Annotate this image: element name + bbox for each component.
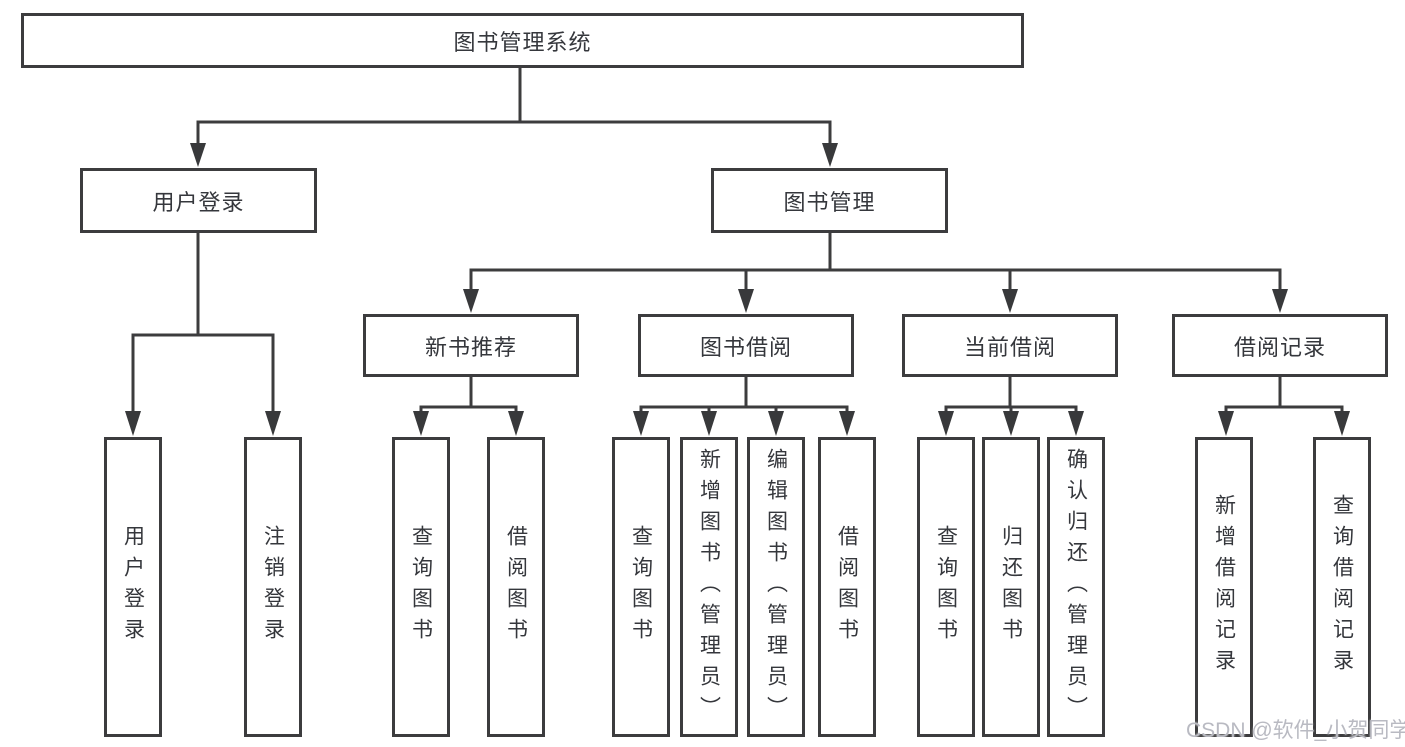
arrowhead — [738, 289, 754, 313]
leaf-query-borrow-record: 查询借阅记录 — [1313, 437, 1371, 737]
leaf-label: 查询图书 — [409, 525, 433, 649]
node-label: 用户登录 — [152, 189, 245, 215]
leaf-confirm-return-admin: 确认归还（管理员） — [1047, 437, 1105, 737]
leaf-label: 借阅图书 — [504, 525, 528, 649]
node-borrowing-records: 借阅记录 — [1172, 314, 1388, 377]
arrowhead — [701, 411, 717, 436]
node-current-borrowing: 当前借阅 — [902, 314, 1118, 377]
leaf-label: 借阅图书 — [835, 525, 859, 649]
leaf-user-login: 用户登录 — [104, 437, 162, 737]
node-book-management-branch: 图书管理 — [711, 168, 948, 233]
arrowhead — [508, 411, 524, 436]
leaf-label: 查询图书 — [629, 525, 653, 649]
leaf-add-borrow-record: 新增借阅记录 — [1195, 437, 1253, 737]
leaf-add-books-admin: 新增图书（管理员） — [680, 437, 738, 737]
leaf-query-books-recommend: 查询图书 — [392, 437, 450, 737]
leaf-query-books-borrow: 查询图书 — [612, 437, 670, 737]
node-label: 当前借阅 — [963, 334, 1056, 360]
leaf-label: 新增借阅记录 — [1212, 494, 1236, 680]
arrowhead — [463, 289, 479, 313]
leaf-label: 查询借阅记录 — [1330, 494, 1354, 680]
leaf-label: 用户登录 — [121, 525, 145, 649]
node-new-book-recommend: 新书推荐 — [363, 314, 579, 377]
leaf-borrow-books-recommend: 借阅图书 — [487, 437, 545, 737]
arrowhead — [1003, 411, 1019, 436]
leaf-label: 归还图书 — [999, 525, 1023, 649]
arrowhead — [190, 143, 206, 167]
arrowhead — [125, 411, 141, 436]
arrowhead — [1068, 411, 1084, 436]
arrowhead — [938, 411, 954, 436]
arrowhead — [1002, 289, 1018, 313]
node-label: 借阅记录 — [1233, 334, 1326, 360]
leaf-return-books: 归还图书 — [982, 437, 1040, 737]
leaf-label: 确认归还（管理员） — [1064, 447, 1088, 727]
arrowhead — [1334, 411, 1350, 436]
arrowhead — [839, 411, 855, 436]
arrowhead — [1272, 289, 1288, 313]
node-book-borrowing: 图书借阅 — [638, 314, 854, 377]
leaf-label: 新增图书（管理员） — [697, 447, 721, 727]
node-label: 新书推荐 — [424, 334, 517, 360]
arrowhead — [265, 411, 281, 436]
node-label: 图书管理 — [783, 189, 876, 215]
leaf-logout: 注销登录 — [244, 437, 302, 737]
node-library-system-root: 图书管理系统 — [21, 13, 1024, 68]
node-user-login-branch: 用户登录 — [80, 168, 317, 233]
leaf-label: 编辑图书（管理员） — [764, 447, 788, 727]
csdn-watermark: CSDN @软件_小贺同学 — [1186, 719, 1405, 742]
leaf-edit-books-admin: 编辑图书（管理员） — [747, 437, 805, 737]
arrowhead — [413, 411, 429, 436]
arrowhead — [822, 143, 838, 167]
arrowhead — [768, 411, 784, 436]
node-label: 图书管理系统 — [453, 29, 592, 55]
leaf-label: 查询图书 — [934, 525, 958, 649]
leaf-query-books-current: 查询图书 — [917, 437, 975, 737]
leaf-label: 注销登录 — [261, 525, 285, 649]
leaf-borrow-books-borrow: 借阅图书 — [818, 437, 876, 737]
arrowheads — [125, 143, 1350, 436]
arrowhead — [633, 411, 649, 436]
node-label: 图书借阅 — [699, 334, 792, 360]
arrowhead — [1218, 411, 1234, 436]
